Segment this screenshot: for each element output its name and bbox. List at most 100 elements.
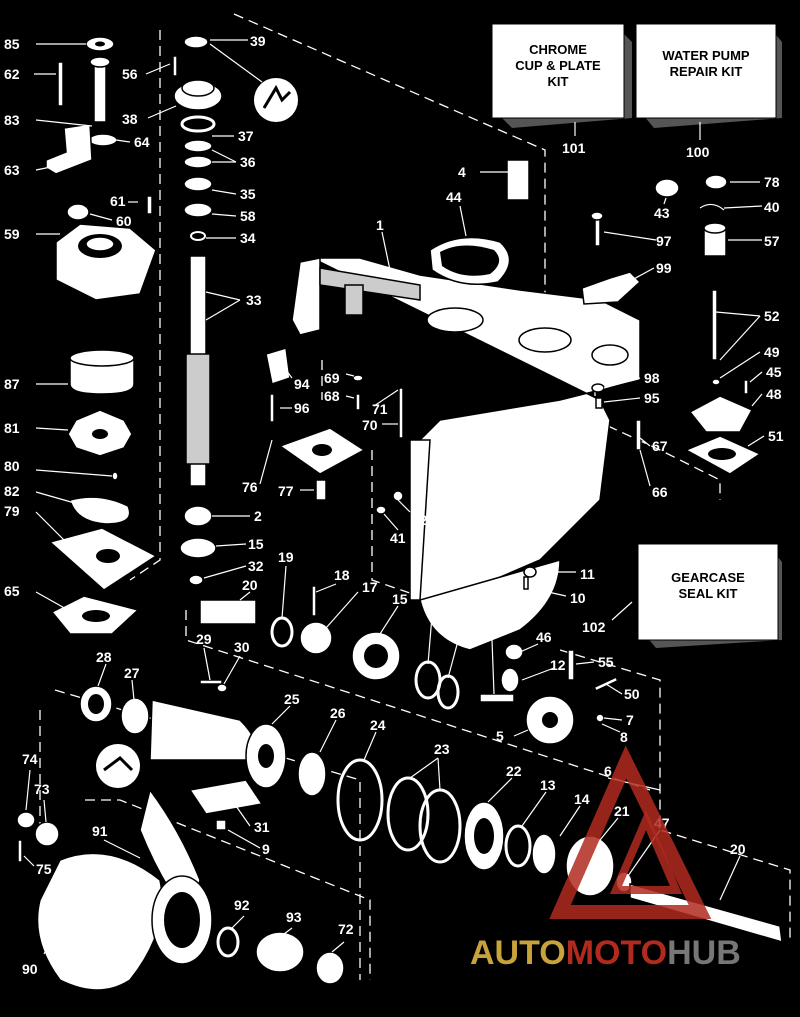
part-label: 15 <box>248 536 264 552</box>
kit-text: GEARCASE <box>671 570 745 585</box>
part-label: 73 <box>34 781 50 797</box>
part-label: 76 <box>242 479 258 495</box>
watermark: AUTOMOTOHUB <box>470 745 741 972</box>
part-label: 33 <box>246 292 262 308</box>
propeller-parts <box>16 788 345 991</box>
part-label: 6 <box>604 763 612 779</box>
part-label: 29 <box>196 631 212 647</box>
part-label: 93 <box>286 909 302 925</box>
part-label: 17 <box>362 579 378 595</box>
tool-callouts <box>96 78 298 788</box>
part-label: 35 <box>240 186 256 202</box>
part-label: 70 <box>362 417 378 433</box>
kit-text: WATER PUMP <box>662 48 749 63</box>
kit-text: REPAIR KIT <box>670 64 743 79</box>
part-label: 54 <box>426 601 442 617</box>
part-label: 26 <box>330 705 346 721</box>
part-label: 102 <box>582 619 606 635</box>
water-pump-parts <box>45 36 158 635</box>
part-label: 2 <box>254 508 262 524</box>
part-label: 62 <box>4 66 20 82</box>
part-label: 40 <box>764 199 780 215</box>
part-label: 24 <box>370 717 386 733</box>
part-label: 27 <box>124 665 140 681</box>
water-pump-kit-box: WATER PUMP REPAIR KIT 100 <box>635 23 782 160</box>
part-label: 5 <box>496 728 504 744</box>
part-label: 50 <box>624 686 640 702</box>
part-label: 81 <box>4 420 20 436</box>
part-label: 20 <box>730 841 746 857</box>
part-label: 79 <box>4 503 20 519</box>
part-label: 101 <box>562 140 586 156</box>
part-label: 34 <box>240 230 256 246</box>
kit-text: SEAL KIT <box>679 586 738 601</box>
part-label: 60 <box>116 213 132 229</box>
part-label: 1 <box>376 217 384 233</box>
part-label: 36 <box>240 154 256 170</box>
chrome-kit-box: CHROME CUP & PLATE KIT 101 <box>491 23 632 156</box>
part-label: 59 <box>4 226 20 242</box>
part-label: 65 <box>4 583 20 599</box>
part-label: 52 <box>764 308 780 324</box>
part-label: 80 <box>4 458 20 474</box>
part-label: 100 <box>686 144 710 160</box>
part-label: 77 <box>278 483 294 499</box>
part-label: 41 <box>390 530 406 546</box>
part-label: 90 <box>22 961 38 977</box>
part-label: 67 <box>652 438 668 454</box>
watermark-text: AUTOMOTOHUB <box>470 934 741 972</box>
part-label: 96 <box>294 400 310 416</box>
part-label: 97 <box>656 233 672 249</box>
kit-text: CHROME <box>529 42 587 57</box>
part-label: 18 <box>334 567 350 583</box>
part-label: 12 <box>550 657 566 673</box>
part-label: 20 <box>242 577 258 593</box>
part-label: 28 <box>96 649 112 665</box>
kit-text: KIT <box>548 74 569 89</box>
part-label: 85 <box>4 36 20 52</box>
part-label: 56 <box>122 66 138 82</box>
part-label: 95 <box>644 390 660 406</box>
part-label: 48 <box>766 386 782 402</box>
part-label: 57 <box>764 233 780 249</box>
part-label: 10 <box>570 590 586 606</box>
part-label: 14 <box>574 791 590 807</box>
part-label: 63 <box>4 162 20 178</box>
part-label: 82 <box>4 483 20 499</box>
part-label: 3 <box>538 479 546 495</box>
part-label: 21 <box>614 803 630 819</box>
part-label: 31 <box>254 819 270 835</box>
part-labels: 85 62 83 63 56 39 38 37 36 35 58 34 33 6… <box>4 33 784 977</box>
upper-right-parts <box>429 159 762 475</box>
part-label: 92 <box>234 897 250 913</box>
part-label: 46 <box>536 629 552 645</box>
driveshaft-assembly <box>172 35 223 586</box>
part-label: 75 <box>36 861 52 877</box>
part-label: 61 <box>110 193 126 209</box>
part-label: 66 <box>652 484 668 500</box>
part-label: 39 <box>250 33 266 49</box>
part-label: 74 <box>22 751 38 767</box>
part-label: 98 <box>644 370 660 386</box>
part-label: 68 <box>324 388 340 404</box>
part-label: 99 <box>656 260 672 276</box>
part-label: 22 <box>506 763 522 779</box>
part-label: 30 <box>234 639 250 655</box>
middle-parts <box>265 347 537 590</box>
gearcase-seal-kit-box: GEARCASE SEAL KIT 102 <box>582 543 782 648</box>
part-label: 4 <box>458 164 466 180</box>
part-label: 32 <box>248 558 264 574</box>
kit-text: CUP & PLATE <box>515 58 601 73</box>
part-label: 55 <box>598 654 614 670</box>
part-label: 16 <box>484 625 500 641</box>
part-label: 23 <box>434 741 450 757</box>
propshaft-gear-parts <box>79 585 783 944</box>
part-label: 15 <box>392 591 408 607</box>
part-label: 78 <box>764 174 780 190</box>
assembly-outlines <box>39 13 791 980</box>
leader-lines <box>23 39 765 955</box>
part-label: 9 <box>262 841 270 857</box>
part-label: 8 <box>620 729 628 745</box>
part-label: 11 <box>580 566 595 582</box>
